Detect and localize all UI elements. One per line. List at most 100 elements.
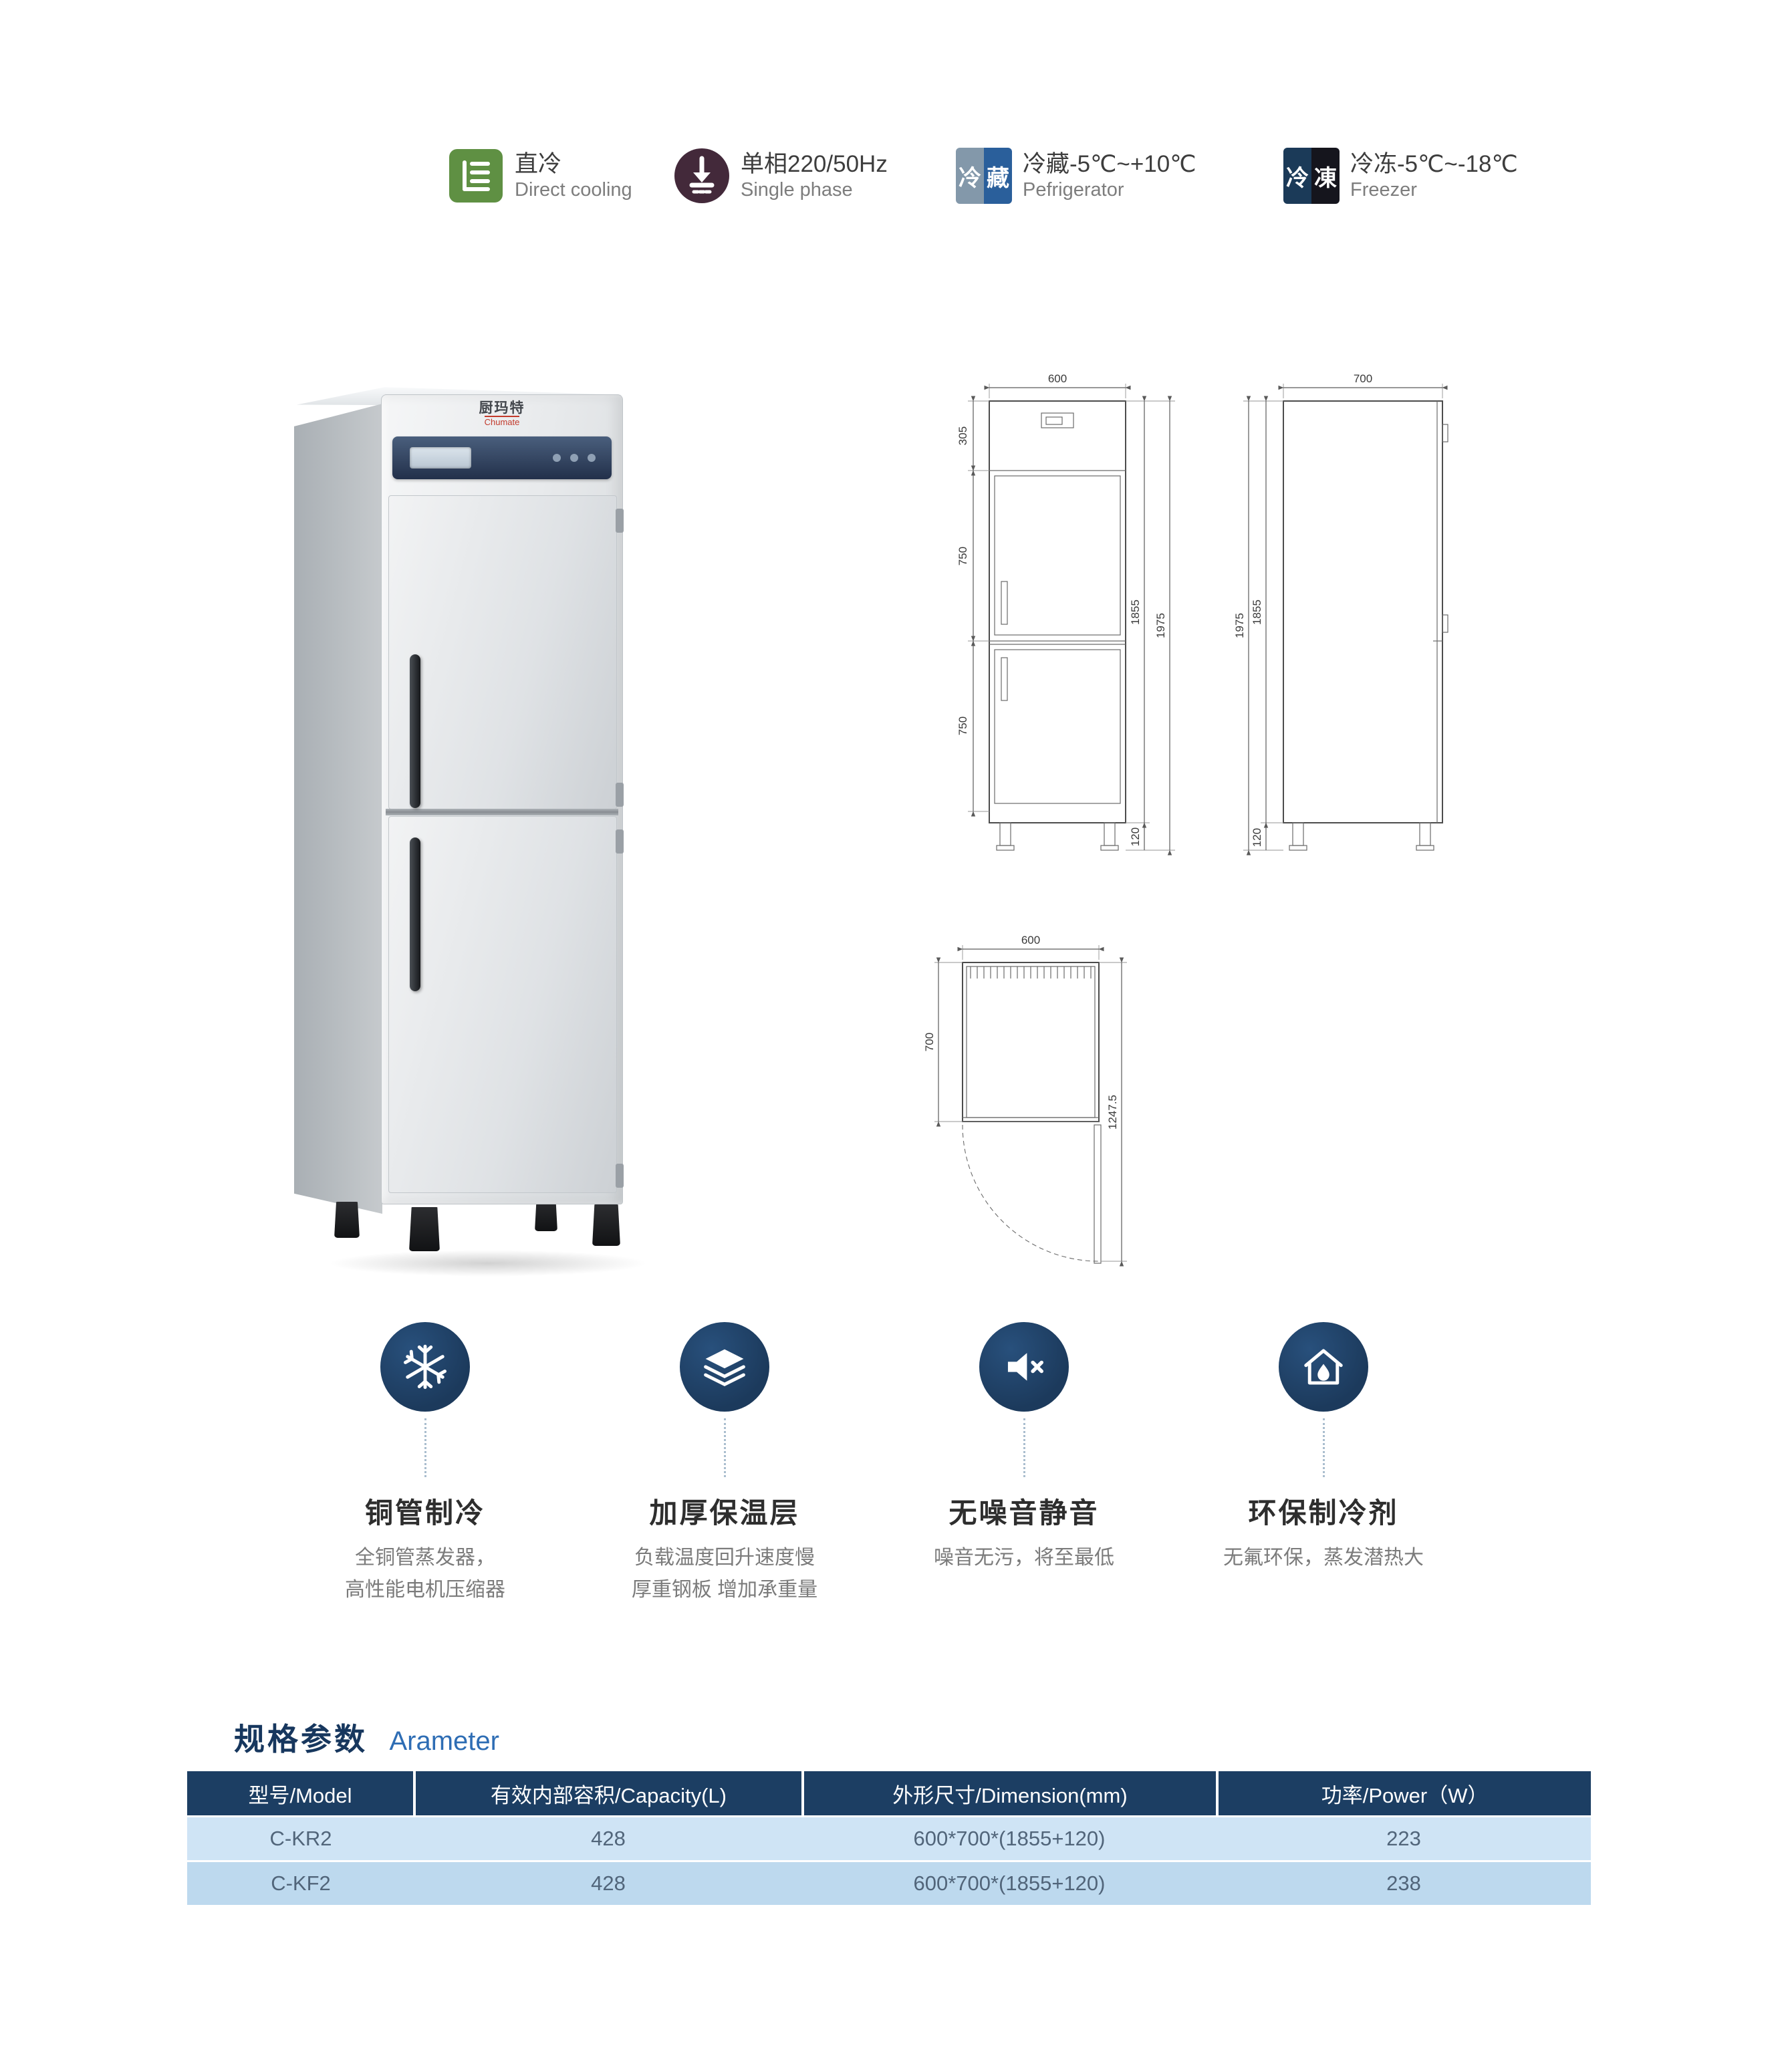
freezer-icon: 冷 凍 <box>1283 148 1340 204</box>
column-header-model: 型号/Model <box>187 1771 416 1815</box>
hinge <box>616 1164 624 1188</box>
top-depth-dim: 700 <box>923 1033 936 1051</box>
badge-freezer: 冷 凍 冷冻-5℃~-18℃ Freezer <box>1283 147 1518 205</box>
feature-title: 铜管制冷 <box>364 1497 485 1529</box>
feature-description: 负载温度回升速度慢 厚重钢板 增加承重量 <box>632 1542 817 1606</box>
side-total-height-dim: 1975 <box>1233 613 1246 638</box>
dotted-connector <box>1023 1418 1025 1477</box>
feature-description: 噪音无污，将至最低 <box>934 1542 1114 1574</box>
cabinet-foot <box>409 1207 440 1251</box>
feature-desc-line: 厚重钢板 增加承重量 <box>631 1579 818 1601</box>
front-total-height-dim: 1975 <box>1154 613 1167 638</box>
badge-direct-cooling: 直冷 Direct cooling <box>448 147 632 205</box>
cell-capacity: 428 <box>591 1871 626 1895</box>
front-top-section-dim: 305 <box>957 426 969 445</box>
feature-desc-line: 全铜管蒸发器， <box>355 1547 495 1569</box>
feature-eco-refrigerant: 环保制冷剂 无氟环保，蒸发潜热大 <box>1170 1322 1477 1574</box>
brand-name-en: Chumate <box>484 416 520 428</box>
cell-model: C-KF2 <box>271 1871 331 1895</box>
panel-button <box>588 454 596 462</box>
hinge <box>616 509 624 533</box>
column-header-power: 功率/Power（W） <box>1321 1783 1489 1807</box>
refrigerator-icon-left: 冷 <box>956 148 984 204</box>
column-header-capacity: 有效内部容积/Capacity(L) <box>416 1771 804 1815</box>
dotted-connector <box>1322 1418 1325 1477</box>
side-leg-height-dim: 120 <box>1251 828 1263 847</box>
feature-description: 全铜管蒸发器， 高性能电机压缩器 <box>345 1542 505 1606</box>
hinge <box>616 783 624 807</box>
badge-subtitle: Freezer <box>1350 178 1417 201</box>
feature-title: 无噪音静音 <box>948 1497 1100 1529</box>
feature-silent: 无噪音静音 噪音无污，将至最低 <box>870 1322 1178 1574</box>
side-view: 700 1975 1855 120 <box>1233 372 1448 856</box>
upper-door <box>388 495 617 809</box>
cabinet-foot <box>334 1202 360 1238</box>
top-width-dim: 600 <box>1021 934 1040 946</box>
cabinet-side-face <box>294 404 382 1214</box>
feature-desc-line: 负载温度回升速度慢 <box>634 1547 815 1569</box>
table-row: C-KR2 428 600*700*(1855+120) 223 <box>187 1817 1591 1860</box>
badge-title: 单相220/50Hz <box>741 151 888 178</box>
dimension-drawings: 600 305 750 750 1855 1975 <box>909 361 1604 1313</box>
freezer-icon-right: 凍 <box>1311 148 1340 204</box>
cell-model: C-KR2 <box>269 1827 332 1850</box>
badge-refrigerator: 冷 藏 冷藏-5℃~+10℃ Pefrigerator <box>956 147 1196 205</box>
cell-power: 238 <box>1386 1871 1421 1895</box>
control-panel <box>392 436 612 479</box>
top-view: 600 700 1247.5 <box>923 934 1127 1267</box>
refrigerator-icon: 冷 藏 <box>956 148 1012 204</box>
product-photo: 厨玛特 Chumate <box>254 374 682 1297</box>
feature-desc-line: 噪音无污，将至最低 <box>934 1547 1114 1569</box>
refrigerator-icon-right: 藏 <box>984 148 1012 204</box>
dotted-connector <box>723 1418 726 1477</box>
cell-dimension: 600*700*(1855+120) <box>913 1871 1106 1895</box>
feature-copper-cooling: 铜管制冷 全铜管蒸发器， 高性能电机压缩器 <box>271 1322 579 1606</box>
front-body-height-dim: 1855 <box>1129 600 1142 625</box>
cell-power: 223 <box>1386 1827 1421 1850</box>
side-depth-dim: 700 <box>1354 372 1372 385</box>
cabinet-foot <box>592 1204 620 1246</box>
column-header-dimension: 外形尺寸/Dimension(mm) <box>804 1771 1219 1815</box>
feature-insulation: 加厚保温层 负载温度回升速度慢 厚重钢板 增加承重量 <box>571 1322 878 1606</box>
cell-dimension: 600*700*(1855+120) <box>913 1827 1106 1850</box>
feature-desc-line: 无氟环保，蒸发潜热大 <box>1223 1547 1424 1569</box>
feature-title: 环保制冷剂 <box>1248 1497 1399 1529</box>
freezer-icon-left: 冷 <box>1283 148 1311 204</box>
spec-table: 型号/Model 有效内部容积/Capacity(L) 外形尺寸/Dimensi… <box>187 1771 1591 1905</box>
badge-title: 直冷 <box>515 151 562 178</box>
feature-description: 无氟环保，蒸发潜热大 <box>1223 1542 1424 1574</box>
table-row: C-KF2 428 600*700*(1855+120) 238 <box>187 1862 1591 1905</box>
cell-capacity: 428 <box>591 1827 626 1850</box>
front-lower-door-dim: 750 <box>957 717 969 735</box>
front-width-dim: 600 <box>1048 372 1067 385</box>
temperature-display <box>410 447 471 469</box>
feature-title: 加厚保温层 <box>649 1497 800 1529</box>
spec-section-title: 规格参数 Arameter <box>234 1715 499 1759</box>
floor-shadow <box>328 1250 648 1277</box>
eco-house-icon <box>1279 1322 1368 1412</box>
door-divider <box>386 809 618 815</box>
badge-subtitle: Direct cooling <box>515 178 632 201</box>
spec-title-zh: 规格参数 <box>234 1722 368 1757</box>
brand-logo: 厨玛特 Chumate <box>382 400 622 428</box>
panel-button <box>553 454 561 462</box>
badge-title: 冷冻-5℃~-18℃ <box>1350 151 1518 178</box>
front-leg-height-dim: 120 <box>1129 827 1142 846</box>
mute-speaker-icon <box>979 1322 1069 1412</box>
badge-single-phase: 单相220/50Hz Single phase <box>674 147 888 205</box>
single-phase-icon <box>674 148 730 204</box>
side-body-height-dim: 1855 <box>1251 600 1263 625</box>
lower-door <box>388 816 617 1193</box>
spec-title-en: Arameter <box>389 1726 499 1756</box>
dotted-connector <box>424 1418 426 1477</box>
badge-subtitle: Pefrigerator <box>1023 178 1124 201</box>
badge-title: 冷藏-5℃~+10℃ <box>1023 151 1196 178</box>
badge-subtitle: Single phase <box>741 178 853 201</box>
layers-icon <box>680 1322 769 1412</box>
front-upper-door-dim: 750 <box>957 547 969 565</box>
hinge <box>616 829 624 854</box>
top-open-depth-dim: 1247.5 <box>1106 1095 1119 1130</box>
table-header-row: 型号/Model 有效内部容积/Capacity(L) 外形尺寸/Dimensi… <box>187 1771 1591 1815</box>
front-view: 600 305 750 750 1855 1975 <box>957 372 1175 856</box>
